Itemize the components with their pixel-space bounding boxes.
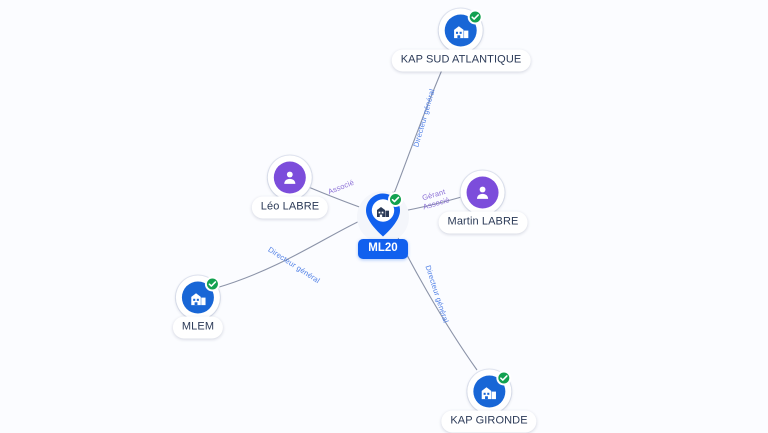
verified-check-icon: [388, 192, 403, 207]
node-leo-labre[interactable]: Léo LABRE: [251, 155, 329, 219]
map-pin-shape: [364, 192, 403, 238]
node-kap-sud-atlantique[interactable]: KAP SUD ATLANTIQUE: [391, 8, 531, 72]
node-halo: [460, 170, 505, 215]
node-mlem[interactable]: MLEM: [172, 275, 224, 339]
edge-label-mlem: Directeur général: [266, 245, 321, 285]
edge-label-leo-labre: Associé: [327, 178, 356, 197]
node-halo: [467, 369, 511, 414]
building-icon: [445, 14, 477, 47]
building-icon: [377, 207, 389, 217]
edge-label-text: Associé: [326, 177, 356, 197]
verified-check-icon: [205, 276, 220, 292]
building-icon: [473, 375, 505, 408]
node-label: KAP SUD ATLANTIQUE: [391, 49, 531, 72]
edge-label-text: Directeur général: [266, 244, 322, 286]
edge-label-text: Directeur général: [423, 264, 451, 324]
person-icon: [273, 161, 306, 194]
edge-path-mlem: [215, 218, 365, 289]
verified-check-icon: [468, 9, 483, 25]
verified-check-icon: [496, 370, 511, 386]
node-label: Léo LABRE: [251, 196, 329, 219]
node-ml20-center[interactable]: ML20: [357, 191, 409, 259]
person-icon: [466, 176, 499, 209]
edge-label-text: Directeur général: [411, 87, 437, 149]
node-label: Martin LABRE: [438, 211, 528, 234]
node-halo: [439, 8, 483, 53]
node-martin-labre[interactable]: Martin LABRE: [438, 170, 528, 234]
node-label: KAP GIRONDE: [441, 410, 537, 433]
node-kap-gironde[interactable]: KAP GIRONDE: [441, 369, 537, 433]
node-label: MLEM: [172, 316, 224, 339]
node-halo: [176, 275, 220, 320]
node-halo: [357, 191, 409, 243]
node-halo: [267, 155, 312, 200]
node-label-ml20: ML20: [358, 239, 408, 259]
edge-label-kap-sud-atlantique: Directeur général: [411, 88, 436, 148]
edge-label-kap-gironde: Directeur général: [423, 264, 450, 324]
